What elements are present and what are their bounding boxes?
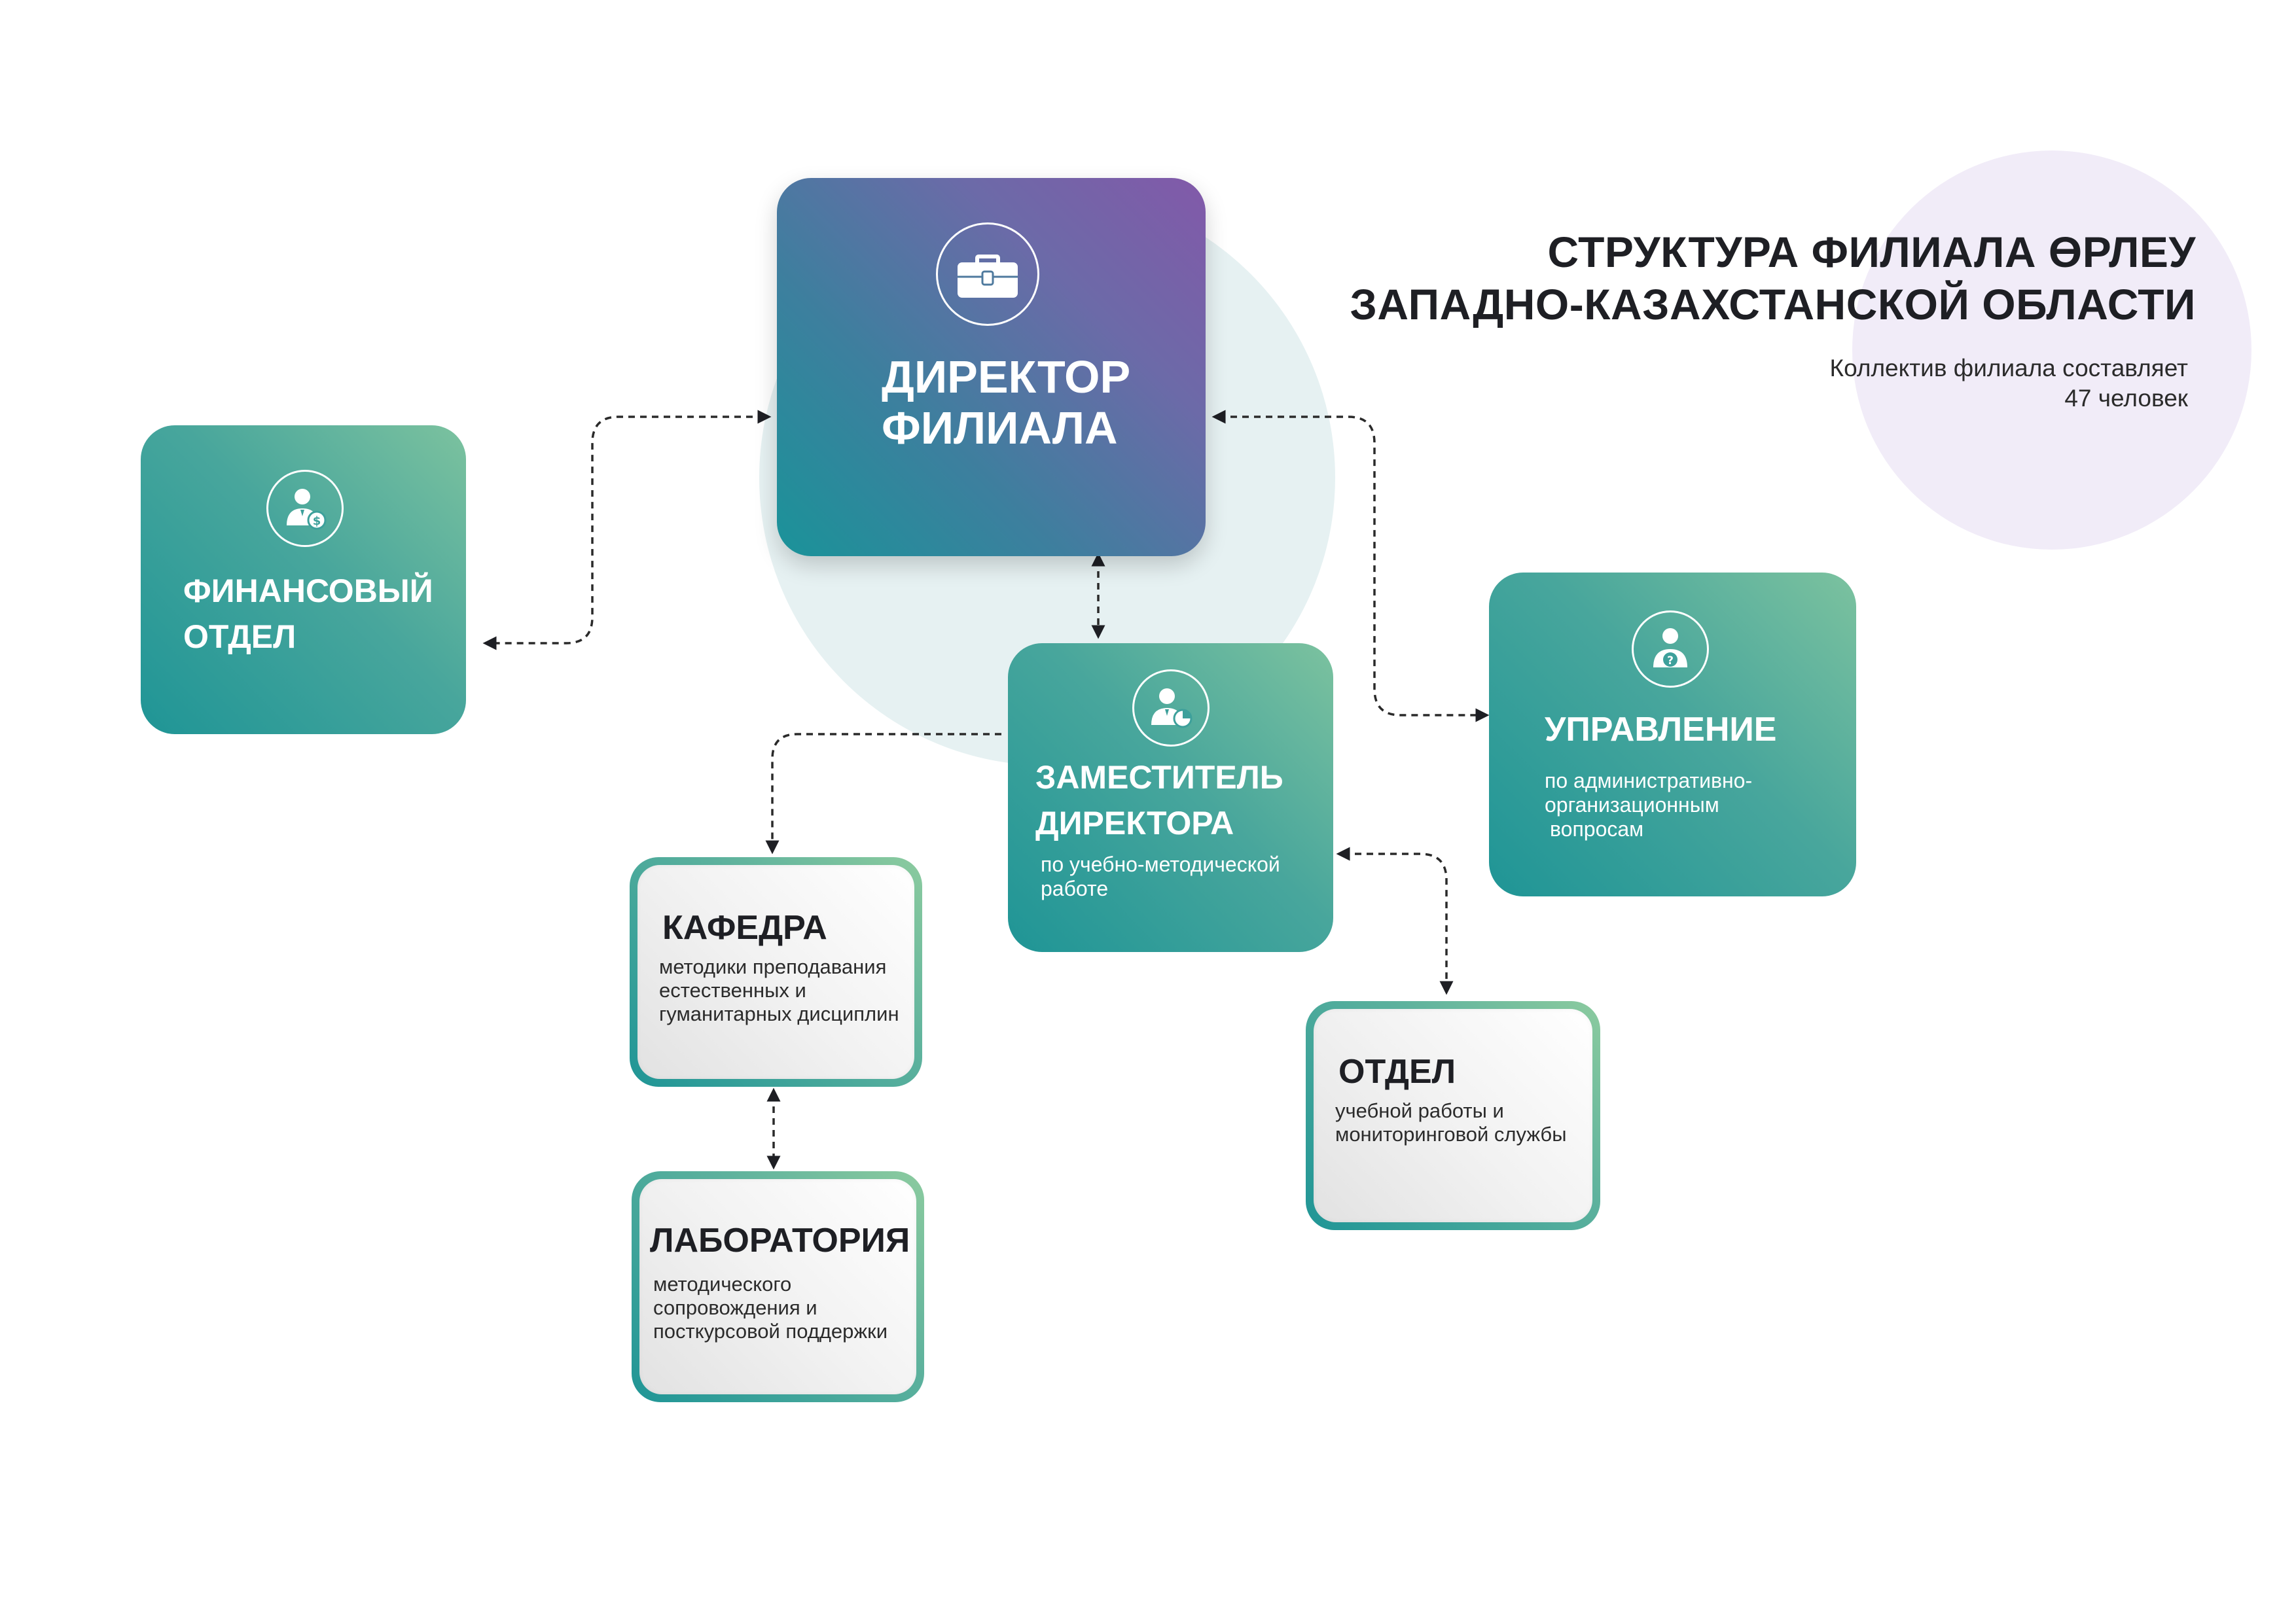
laboratory-description: методического сопровождения и посткурсов… bbox=[653, 1273, 888, 1343]
laboratory-desc-line1: методического bbox=[653, 1273, 792, 1296]
node-finance: $ ФИНАНСОВЫЙ ОТДЕЛ bbox=[141, 425, 466, 734]
briefcase-icon bbox=[936, 222, 1039, 326]
deputy-desc-line2: работе bbox=[1041, 877, 1109, 900]
person-chart-icon bbox=[1132, 669, 1210, 747]
deputy-title-line1: ЗАМЕСТИТЕЛЬ bbox=[1035, 759, 1283, 796]
department-chair-description: методики преподавания естественных и гум… bbox=[659, 955, 899, 1026]
department-chair-title: КАФЕДРА bbox=[662, 909, 827, 947]
department-panel bbox=[1314, 1009, 1592, 1222]
page-subtitle-line1: Коллектив филиала составляет bbox=[1829, 355, 2188, 381]
background-circle-lavender bbox=[1852, 150, 2251, 550]
director-title-line1: ДИРЕКТОР bbox=[882, 351, 1131, 402]
director-title: ДИРЕКТОР ФИЛИАЛА bbox=[882, 351, 1130, 453]
connector-deputy-department bbox=[1336, 847, 1454, 995]
department-chair-panel bbox=[637, 865, 914, 1079]
svg-text:$: $ bbox=[313, 514, 321, 528]
svg-text:?: ? bbox=[1667, 654, 1674, 667]
management-description: по административно- организационным вопр… bbox=[1545, 769, 1752, 841]
deputy-desc-line1: по учебно-методической bbox=[1041, 853, 1280, 876]
person-question-icon: ? bbox=[1632, 610, 1709, 688]
node-department-chair: КАФЕДРА методики преподавания естественн… bbox=[630, 857, 922, 1087]
node-management: ? УПРАВЛЕНИЕ по административно- организ… bbox=[1489, 573, 1856, 896]
finance-title-line1: ФИНАНСОВЫЙ bbox=[183, 573, 433, 609]
node-department: ОТДЕЛ учебной работы и мониторинговой сл… bbox=[1306, 1001, 1600, 1230]
laboratory-title: ЛАБОРАТОРИЯ bbox=[650, 1222, 910, 1260]
management-desc-line1: по административно- bbox=[1545, 769, 1753, 792]
node-laboratory: ЛАБОРАТОРИЯ методического сопровождения … bbox=[632, 1171, 924, 1402]
deputy-title-line2: ДИРЕКТОРА bbox=[1035, 805, 1234, 841]
person-dollar-icon: $ bbox=[266, 470, 344, 547]
page-title-line1: СТРУКТУРА ФИЛИАЛА ӨРЛЕУ bbox=[1547, 228, 2196, 276]
department-chair-desc-line1: методики преподавания bbox=[659, 955, 887, 978]
finance-title: ФИНАНСОВЫЙ ОТДЕЛ bbox=[183, 568, 433, 660]
department-description: учебной работы и мониторинговой службы bbox=[1335, 1099, 1566, 1146]
connector-director-management bbox=[1211, 410, 1490, 722]
page-title-line2: ЗАПАДНО-КАЗАХСТАНСКОЙ ОБЛАСТИ bbox=[1350, 280, 2196, 328]
management-title: УПРАВЛЕНИЕ bbox=[1545, 711, 1777, 749]
department-desc-line2: мониторинговой службы bbox=[1335, 1123, 1567, 1146]
laboratory-panel bbox=[639, 1179, 916, 1394]
director-title-line2: ФИЛИАЛА bbox=[882, 402, 1118, 453]
connector-director-finance bbox=[482, 410, 772, 650]
department-desc-line1: учебной работы и bbox=[1335, 1099, 1504, 1122]
page-subtitle: Коллектив филиала составляет 47 человек bbox=[1830, 353, 2188, 414]
department-chair-desc-line3: гуманитарных дисциплин bbox=[659, 1002, 899, 1025]
laboratory-desc-line2: сопровождения и bbox=[653, 1296, 817, 1319]
management-desc-line3: вопросам bbox=[1550, 817, 1644, 841]
node-director: ДИРЕКТОР ФИЛИАЛА bbox=[777, 178, 1206, 556]
deputy-description: по учебно-методической работе bbox=[1041, 853, 1280, 901]
page-title: СТРУКТУРА ФИЛИАЛА ӨРЛЕУ ЗАПАДНО-КАЗАХСТА… bbox=[1350, 226, 2196, 330]
node-deputy-director: ЗАМЕСТИТЕЛЬ ДИРЕКТОРА по учебно-методиче… bbox=[1008, 643, 1333, 952]
deputy-title: ЗАМЕСТИТЕЛЬ ДИРЕКТОРА bbox=[1035, 754, 1283, 846]
laboratory-desc-line3: посткурсовой поддержки bbox=[653, 1320, 888, 1343]
finance-title-line2: ОТДЕЛ bbox=[183, 618, 296, 655]
department-title: ОТДЕЛ bbox=[1338, 1053, 1456, 1091]
management-desc-line2: организационным bbox=[1545, 793, 1719, 817]
page-subtitle-line2: 47 человек bbox=[2064, 385, 2188, 412]
connector-deputy-kafedra bbox=[765, 733, 1001, 855]
department-chair-desc-line2: естественных и bbox=[659, 979, 806, 1002]
